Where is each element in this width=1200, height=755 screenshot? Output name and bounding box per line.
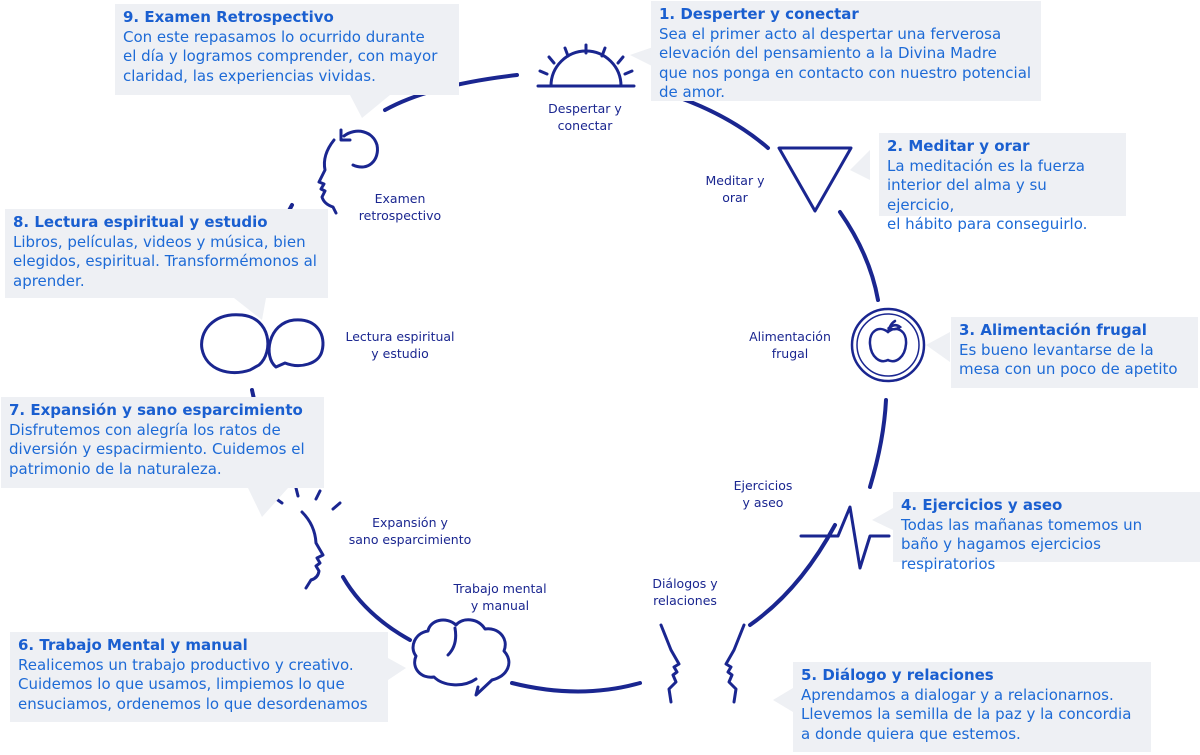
callout-pointer: [234, 298, 266, 320]
step-7-label: Expansión y sano esparcimiento: [348, 515, 472, 547]
callout-pointer: [773, 688, 793, 712]
step-8-label: Lectura espiritual y estudio: [345, 329, 455, 361]
step-3-box: 3. Alimentación frugal Es bueno levantar…: [951, 317, 1198, 388]
step-8-title: 8. Lectura espiritual y estudio: [13, 213, 268, 231]
callout-pointers: [234, 46, 950, 712]
step-5-label: Diálogos y relaciones: [652, 576, 718, 608]
step-6-title: 6. Trabajo Mental y manual: [18, 636, 248, 654]
face-arrow-icon: [317, 128, 379, 215]
step-2-box: 2. Meditar y orar La meditación es la fu…: [879, 133, 1126, 233]
callout-pointer: [630, 46, 656, 68]
step-6-box: 6. Trabajo Mental y manual Realicemos un…: [10, 632, 388, 722]
callout-pointer: [388, 658, 406, 680]
step-8-description: Libros, películas, videos y música, bien…: [13, 232, 317, 290]
step-9-box: 9. Examen Retrospectivo Con este repasam…: [115, 4, 459, 95]
step-2-label: Meditar y orar: [705, 173, 765, 205]
step-4-label: Ejercicios y aseo: [733, 478, 793, 510]
callout-pointer: [248, 488, 288, 517]
step-9-label: Examen retrospectivo: [358, 191, 442, 223]
step-5-description: Aprendamos a dialogar y a relacionarnos.…: [801, 685, 1132, 743]
step-1-description: Sea el primer acto al despertar una ferv…: [659, 24, 1032, 102]
callout-pointer: [850, 150, 870, 180]
step-5-title: 5. Diálogo y relaciones: [801, 666, 994, 684]
step-3-description: Es bueno levantarse de la mesa con un po…: [959, 340, 1178, 379]
brain-icon: [411, 618, 511, 697]
callout-pointer: [872, 508, 893, 530]
step-2-title: 2. Meditar y orar: [887, 137, 1030, 155]
step-4-title: 4. Ejercicios y aseo: [901, 496, 1063, 514]
step-1-box: 1. Desperter y conectar Sea el primer ac…: [651, 1, 1041, 101]
callout-pointer: [350, 95, 390, 118]
ring-arc: [510, 681, 642, 694]
step-8-box: 8. Lectura espiritual y estudio Libros, …: [5, 209, 328, 298]
step-1-label: Despertar y conectar: [548, 101, 622, 133]
step-9-title: 9. Examen Retrospectivo: [123, 8, 334, 26]
apple-plate-icon: [850, 307, 926, 383]
callout-pointer: [926, 332, 950, 362]
sunrise-icon: [536, 43, 636, 88]
pulse-icon: [799, 505, 891, 570]
ring-arc: [670, 93, 770, 150]
step-5-box: 5. Diálogo y relaciones Aprendamos a dia…: [793, 662, 1151, 752]
step-3-title: 3. Alimentación frugal: [959, 321, 1147, 339]
step-2-description: La meditación es la fuerza interior del …: [887, 156, 1088, 234]
step-7-box: 7. Expansión y sano esparcimiento Disfru…: [1, 397, 324, 488]
step-6-label: Trabajo mental y manual: [453, 581, 547, 613]
step-7-title: 7. Expansión y sano esparcimiento: [9, 401, 303, 419]
triangle-icon: [777, 146, 853, 213]
step-4-box: 4. Ejercicios y aseo Todas las mañanas t…: [893, 492, 1200, 573]
step-6-description: Realicemos un trabajo productivo y creat…: [18, 655, 368, 713]
step-3-label: Alimentación frugal: [749, 329, 831, 361]
step-9-description: Con este repasamos lo ocurrido durante e…: [123, 27, 438, 85]
two-faces-icon: [659, 623, 746, 704]
step-1-title: 1. Desperter y conectar: [659, 5, 859, 23]
ring-arc: [748, 523, 837, 627]
ring-arc: [868, 398, 888, 489]
speech-bubbles-icon: [200, 313, 325, 375]
ring-arc: [838, 210, 880, 302]
ring-arc: [341, 575, 412, 642]
step-4-description: Todas las mañanas tomemos un baño y haga…: [901, 515, 1143, 573]
step-7-description: Disfrutemos con alegría los ratos de div…: [9, 420, 305, 478]
